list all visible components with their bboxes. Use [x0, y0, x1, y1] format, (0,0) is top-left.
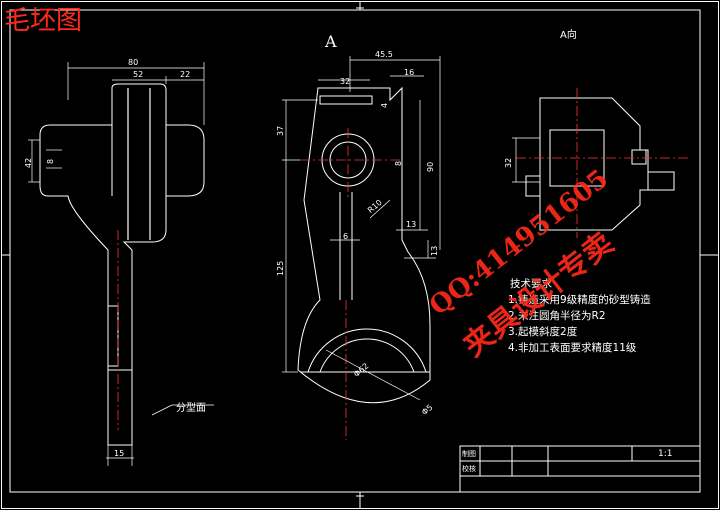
inner-border	[9, 9, 701, 493]
front-view-center	[300, 128, 400, 440]
dim-45-5: 45.5	[375, 50, 393, 59]
title-block	[459, 445, 701, 493]
dim-13-a: 13	[406, 220, 417, 229]
dim-42: 42	[24, 157, 33, 168]
view-a-marker: A	[325, 32, 337, 51]
dim-15: 15	[114, 449, 125, 458]
parting-label: 分型面	[176, 403, 206, 414]
scale-label: 1:1	[658, 449, 673, 459]
dim-90: 90	[426, 161, 435, 172]
dim-32-a: 32	[504, 157, 513, 168]
a-dims	[512, 137, 540, 183]
dim-37: 37	[276, 125, 285, 136]
dim-8-left: 8	[46, 158, 55, 164]
left-dims	[28, 62, 214, 466]
a-view-center	[516, 88, 690, 238]
hub-outline	[39, 83, 205, 446]
table-label-check: 校核	[462, 465, 476, 473]
tech-item-3: 3.起模斜度2度	[508, 326, 578, 338]
front-dims	[282, 56, 441, 401]
left-view	[39, 83, 205, 446]
dim-6: 6	[343, 232, 349, 241]
dim-8-front: 8	[394, 160, 403, 166]
tech-item-1: 1.铸造采用9级精度的砂型铸造	[508, 294, 651, 306]
dim-32-front: 32	[340, 77, 351, 86]
dim-4: 4	[380, 102, 389, 108]
view-a-title: A向	[560, 30, 577, 41]
dim-22: 22	[180, 70, 191, 79]
a-view-outline	[525, 97, 649, 231]
dim-52: 52	[133, 70, 144, 79]
tech-item-4: 4.非加工表面要求精度11级	[508, 342, 637, 354]
a-view	[525, 97, 675, 231]
dim-125: 125	[276, 260, 285, 276]
dim-13-b: 13	[430, 245, 439, 256]
table-label-draw: 制图	[462, 450, 476, 458]
tech-item-2: 2.未注圆角半径为R2	[508, 310, 606, 322]
tech-heading: 技术要求	[510, 278, 552, 290]
dim-80: 80	[128, 58, 139, 67]
dim-16: 16	[404, 68, 415, 77]
front-view	[297, 86, 431, 404]
arm-outline	[297, 86, 431, 404]
